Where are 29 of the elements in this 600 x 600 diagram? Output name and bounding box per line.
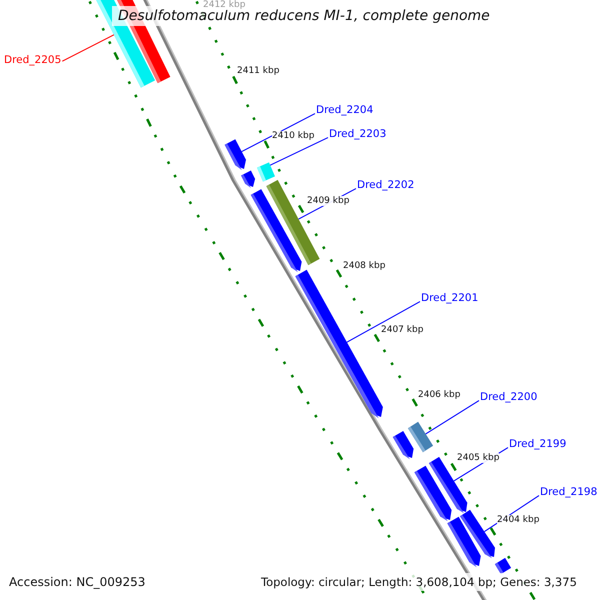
scale-label: 2409 kbp [307,196,350,206]
scale-label: 2406 kbp [418,390,460,400]
gene-block [447,516,481,568]
gene-block [224,139,246,170]
scale-label: 2408 kbp [343,261,386,271]
scale-label: 2407 kbp [381,325,424,335]
gene-bar [408,422,434,452]
gene-block [392,431,414,460]
gene-block [241,170,256,188]
gene-label: Dred_2204 [316,104,374,116]
leader-line [62,34,114,62]
gene-label: Dred_2205 [4,54,62,66]
gene-label: Dred_2202 [357,179,414,191]
gene-label: Dred_2198 [540,486,598,498]
gene-label: Dred_2203 [329,128,386,140]
leader-line [241,113,316,152]
scale-label: 2404 kbp [497,515,540,525]
scale-label: 2405 kbp [457,453,500,463]
gene-label: Dred_2199 [509,438,566,450]
leader-line [270,137,328,166]
gene-bar [257,162,275,182]
scale-label: 2410 kbp [272,131,314,141]
leader-line [425,400,480,434]
leader-line [346,301,420,343]
gene-block [414,466,452,522]
scale-label: 2411 kbp [237,66,280,76]
gene-label: Dred_2200 [480,391,538,403]
gene-label: Dred_2201 [421,292,478,304]
gene-block [295,270,383,418]
